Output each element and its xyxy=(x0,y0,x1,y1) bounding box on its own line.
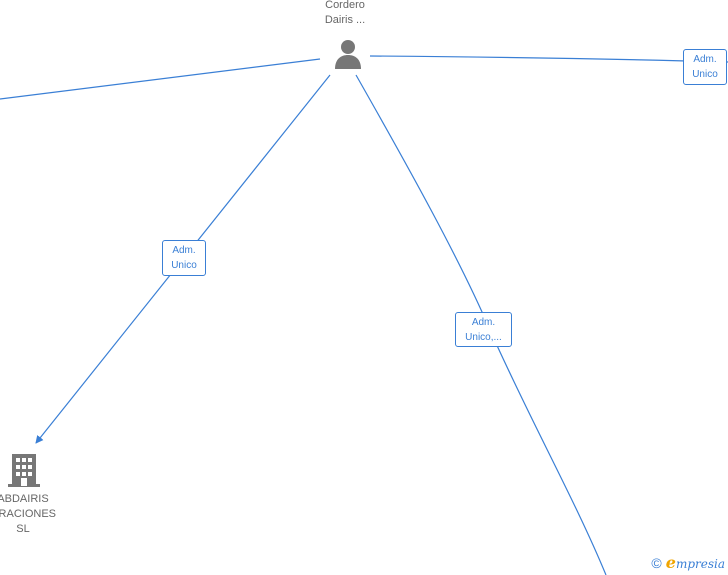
edge-label-right-line1: Adm. xyxy=(693,54,717,65)
person-node-name[interactable]: Cordero Dairis ... xyxy=(300,0,390,28)
edge-label-right[interactable]: Adm. Unico xyxy=(683,49,727,85)
edge-label-center[interactable]: Adm. Unico,... xyxy=(455,312,512,347)
brand-logo: empresia xyxy=(666,553,725,572)
edge-label-center-line2: Unico,... xyxy=(465,332,502,343)
person-name-line1: Cordero xyxy=(325,0,365,11)
brand-logo-initial: e xyxy=(665,553,676,572)
edge-label-left-line1: Adm. xyxy=(172,245,196,256)
person-name-line2: Dairis ... xyxy=(324,14,366,26)
company-name-line2: ORACIONES xyxy=(0,508,56,520)
edge-to-offscreen-left xyxy=(0,58,321,100)
person-icon[interactable] xyxy=(333,38,363,70)
building-icon[interactable] xyxy=(8,452,40,488)
company-name-line1: ABDAIRIS xyxy=(0,493,49,505)
brand-logo-rest: mpresia xyxy=(675,557,725,571)
edge-label-right-line2: Unico xyxy=(692,69,718,80)
edge-label-left[interactable]: Adm. Unico xyxy=(162,240,206,276)
edge-label-center-line1: Adm. xyxy=(471,317,496,328)
copyright-symbol: © xyxy=(651,554,662,571)
edge-label-left-line2: Unico xyxy=(171,260,197,271)
edge-to-offscreen-right xyxy=(369,55,728,63)
footer-watermark: © empresia xyxy=(651,553,725,572)
company-name-line3: SL xyxy=(16,523,30,535)
company-node-name[interactable]: ABDAIRIS ORACIONES SL xyxy=(0,492,66,537)
